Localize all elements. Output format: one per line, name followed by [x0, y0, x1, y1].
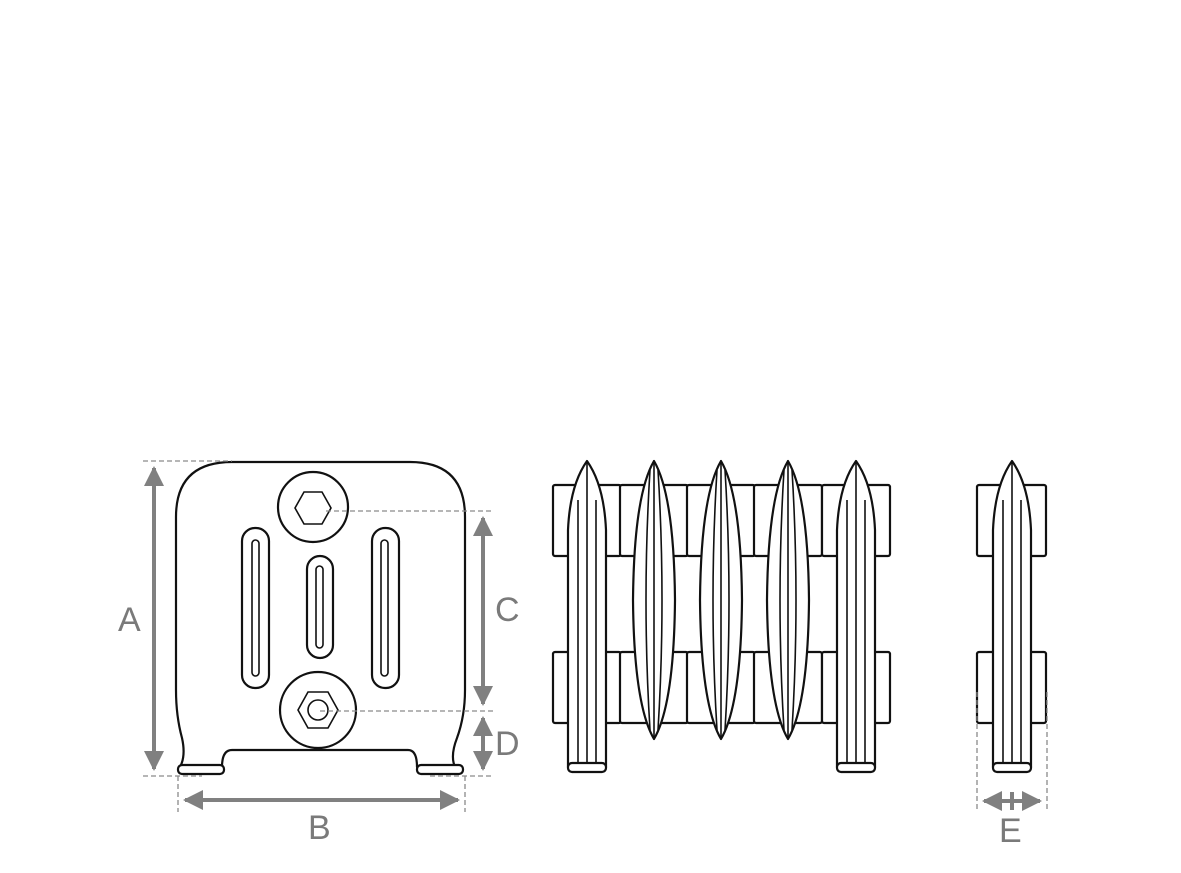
side-column-left-edge-3: [712, 469, 718, 731]
side-foot-1: [566, 761, 608, 774]
side-foot-5: [835, 761, 877, 774]
front-view-section: [174, 460, 467, 776]
bottom-hex-nut-icon: [297, 691, 339, 729]
left-slot-inner: [251, 539, 260, 677]
end-foot: [991, 761, 1033, 774]
label-d: D: [495, 725, 520, 763]
center-slot-inner: [315, 565, 324, 649]
top-hex-plug-icon: [294, 491, 332, 525]
side-column-right-edge-3: [724, 469, 730, 731]
label-c: C: [495, 591, 520, 629]
side-column-right-edge-4: [791, 469, 797, 731]
label-b: B: [308, 809, 331, 847]
left-foot: [176, 763, 226, 776]
front-view-dimensions: A B C D: [118, 460, 520, 847]
end-view-section: E: [975, 459, 1048, 850]
side-column-left-edge-2: [645, 469, 651, 731]
side-column-right-edge-2: [657, 469, 663, 731]
label-a: A: [118, 601, 141, 639]
center-slot-outer: [305, 554, 335, 660]
side-view-assembly: [551, 459, 892, 774]
label-e: E: [999, 812, 1022, 850]
left-slot-outer: [240, 526, 271, 690]
bottom-port-hole: [307, 699, 329, 721]
bottom-port-boss: [278, 670, 358, 750]
top-port-boss: [276, 470, 350, 544]
right-slot-inner: [380, 539, 389, 677]
side-column-left-edge-4: [779, 469, 785, 731]
right-foot: [415, 763, 465, 776]
right-slot-outer: [370, 526, 401, 690]
